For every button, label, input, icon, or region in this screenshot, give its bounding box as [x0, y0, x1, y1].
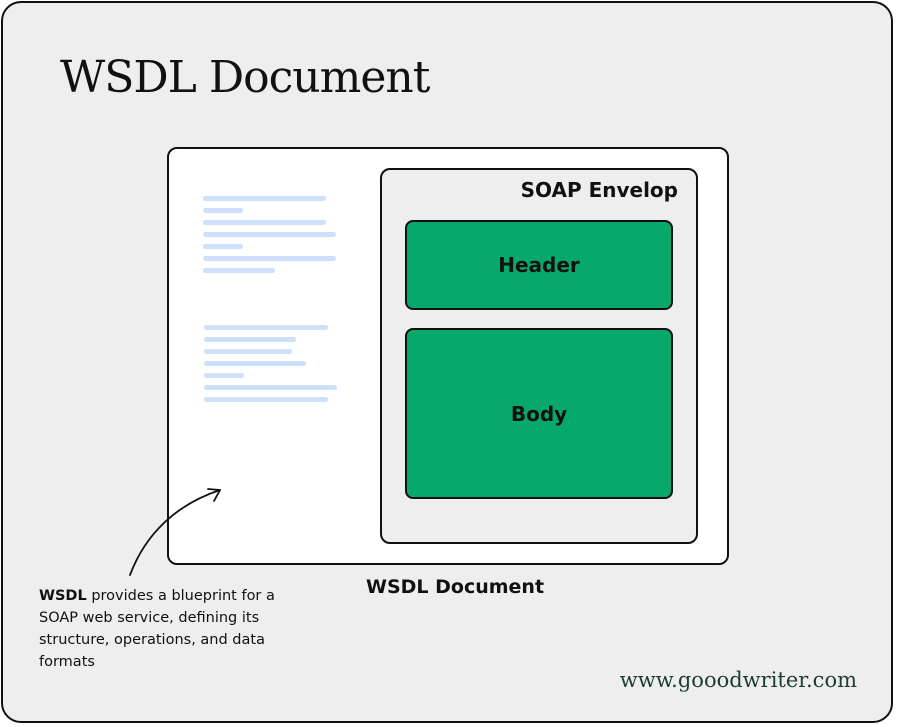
text-line — [204, 385, 337, 390]
note-text: provides a blueprint for a SOAP web serv… — [39, 588, 275, 670]
text-line — [203, 256, 336, 261]
wsdl-description-note: WSDL provides a blueprint for a SOAP web… — [39, 585, 299, 673]
text-line — [204, 337, 296, 342]
website-watermark: www.gooodwriter.com — [619, 668, 857, 692]
note-bold-term: WSDL — [39, 588, 87, 604]
text-line — [203, 268, 275, 273]
text-line — [203, 232, 336, 237]
text-line — [203, 220, 326, 225]
text-line — [203, 208, 243, 213]
soap-body-box: Body — [405, 328, 673, 499]
soap-body-label: Body — [510, 401, 568, 426]
curved-arrow-icon — [129, 488, 221, 576]
text-line — [204, 397, 328, 402]
text-line — [204, 361, 306, 366]
text-line — [204, 349, 292, 354]
text-line — [203, 196, 326, 201]
text-line — [203, 244, 243, 249]
soap-header-box: Header — [405, 220, 673, 310]
page-title: WSDL Document — [60, 52, 430, 103]
text-line — [204, 373, 244, 378]
wsdl-document-caption: WSDL Document — [366, 576, 545, 598]
soap-envelope-label: SOAP Envelop — [520, 178, 678, 202]
text-line — [204, 325, 328, 330]
soap-header-label: Header — [498, 253, 580, 277]
